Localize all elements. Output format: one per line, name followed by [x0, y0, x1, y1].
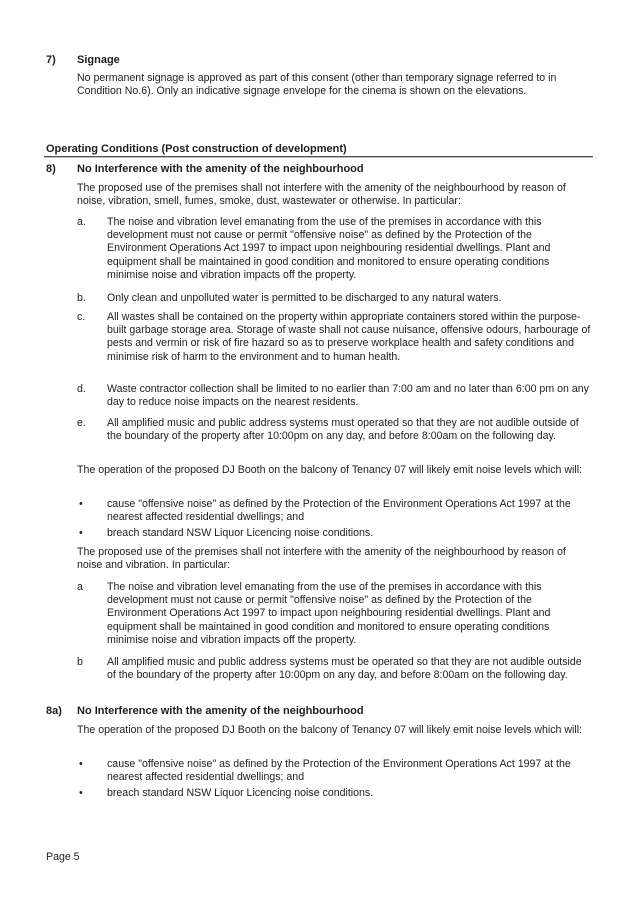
bullet-icon: •	[79, 758, 83, 770]
bullet-icon: •	[79, 527, 83, 539]
bullet-icon: •	[79, 787, 83, 799]
bullet-text: breach standard NSW Liquor Licencing noi…	[107, 527, 374, 539]
list-text: Waste contractor collection shall be lim…	[107, 383, 589, 409]
condition-7-body: No permanent signage is approved as part…	[77, 72, 557, 98]
page-number: Page 5	[46, 851, 80, 863]
list-label: d.	[77, 383, 86, 395]
condition-8-intro-2: The proposed use of the premises shall n…	[77, 546, 566, 572]
condition-7-number: 7)	[46, 54, 56, 66]
condition-8-number: 8)	[46, 163, 56, 175]
condition-8-title: No Interference with the amenity of the …	[77, 163, 364, 175]
bullet-text: breach standard NSW Liquor Licencing noi…	[107, 787, 374, 799]
list-label: b.	[77, 292, 86, 304]
bullet-icon: •	[79, 498, 83, 510]
list-text: The noise and vibration level emanating …	[107, 216, 551, 281]
list-text: All wastes shall be contained on the pro…	[107, 311, 591, 363]
condition-8a-intro: The operation of the proposed DJ Booth o…	[77, 724, 583, 736]
list-text: All amplified music and public address s…	[107, 417, 579, 443]
bullet-text: cause "offensive noise" as defined by th…	[107, 758, 571, 784]
bullet-text: cause "offensive noise" as defined by th…	[107, 498, 571, 524]
dj-booth-intro: The operation of the proposed DJ Booth o…	[77, 464, 583, 476]
condition-7-title: Signage	[77, 54, 120, 66]
list-text: Only clean and unpolluted water is permi…	[107, 292, 502, 304]
condition-8a-number: 8a)	[46, 705, 62, 717]
section-heading-operating-conditions: Operating Conditions (Post construction …	[46, 143, 347, 155]
list-text: The noise and vibration level emanating …	[107, 581, 551, 646]
list-label: c.	[77, 311, 86, 323]
list-label: a	[77, 581, 83, 593]
list-label: b	[77, 656, 83, 668]
list-label: e.	[77, 417, 86, 429]
condition-8-intro: The proposed use of the premises shall n…	[77, 182, 566, 208]
list-text: All amplified music and public address s…	[107, 656, 582, 682]
list-label: a.	[77, 216, 86, 228]
section-divider	[44, 156, 593, 158]
condition-8a-title: No Interference with the amenity of the …	[77, 705, 364, 717]
